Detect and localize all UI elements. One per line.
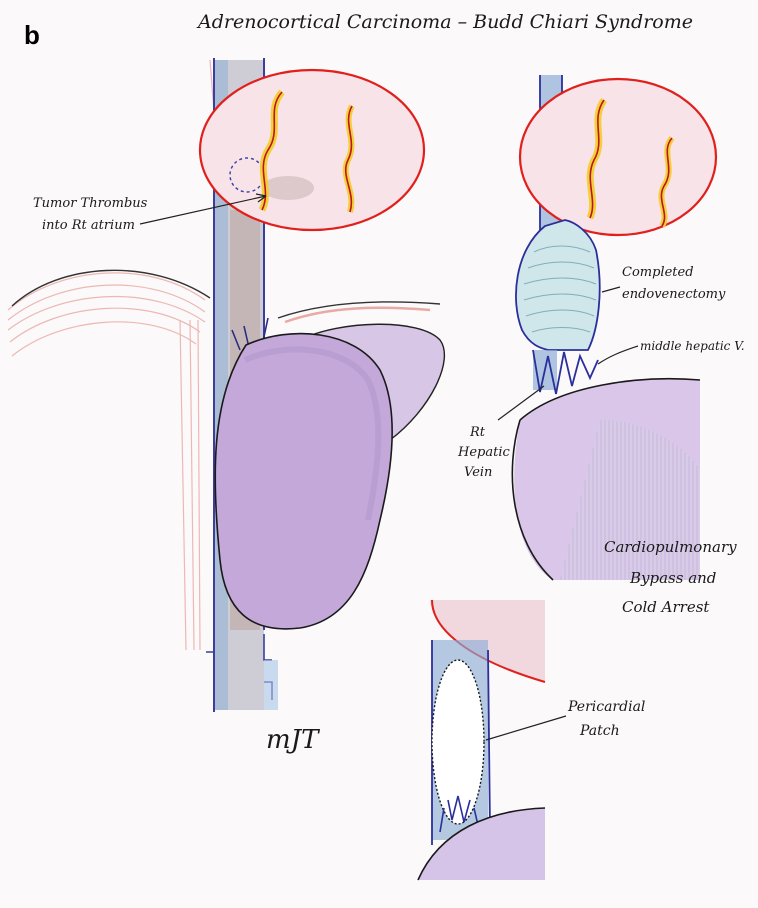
diagram-title: Adrenocortical Carcinoma – Budd Chiari S…: [196, 11, 693, 33]
middle-hepatic-label: middle hepatic V.: [640, 339, 745, 353]
tumor-thrombus-label-2: into Rt atrium: [42, 218, 135, 233]
ivc-lower-tint: [264, 660, 278, 710]
bypass-note-1: Cardiopulmonary: [604, 538, 737, 556]
rt-hepatic-label-3: Vein: [464, 465, 492, 480]
right-heart: [520, 79, 716, 235]
pericardial-patch-label-1: Pericardial: [567, 699, 645, 715]
pericardial-patch-label-2: Patch: [579, 723, 620, 739]
rt-hepatic-label-2: Hepatic: [457, 445, 510, 460]
bypass-note-3: Cold Arrest: [622, 598, 710, 616]
bypass-note-2: Bypass and: [629, 569, 716, 587]
panel-label: b: [24, 20, 40, 50]
thrombus-shading: [262, 176, 314, 200]
completed-endovenectomy-label-2: endovenectomy: [622, 287, 726, 302]
signature: mJT: [266, 725, 320, 755]
tumor-thrombus-label-1: Tumor Thrombus: [33, 196, 148, 211]
rt-hepatic-label-1: Rt: [469, 425, 486, 440]
left-heart: [200, 70, 424, 230]
completed-endovenectomy-label-1: Completed: [622, 265, 694, 280]
